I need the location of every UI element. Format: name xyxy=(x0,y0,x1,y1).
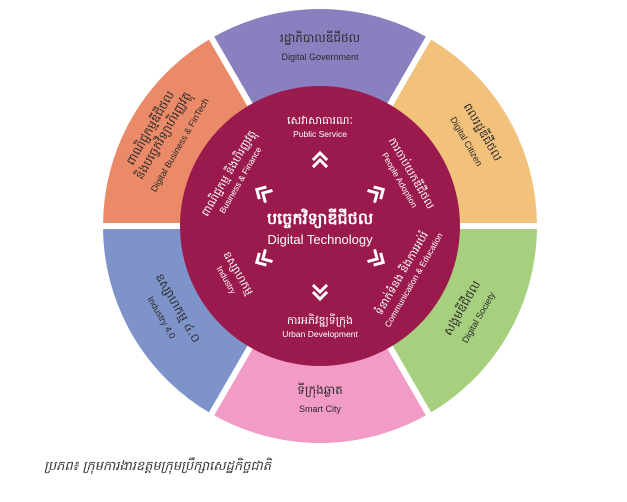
center-disc xyxy=(180,86,460,366)
inner-label-public-service: សេវាសាធារណៈ Public Service xyxy=(287,114,353,139)
chevron-up-icon xyxy=(367,185,386,204)
inner-label-km: សេវាសាធារណៈ xyxy=(287,114,353,127)
chevron-up-icon xyxy=(367,248,386,267)
center-title-km: បច្ចេកវិទ្យាឌីជីថល xyxy=(267,208,373,229)
outer-label-en: Digital Government xyxy=(281,52,359,62)
source-caption: ប្រភព៖ ក្រុមការងារឧត្តមក្រុមប្រឹក្សាសេដ្… xyxy=(44,459,272,474)
center-title-en: Digital Technology xyxy=(267,232,373,247)
chevron-up-icon xyxy=(311,150,329,169)
label-digital-government: រដ្ឋាភិបាលឌីជីថល Digital Government xyxy=(280,30,360,62)
inner-label-en: Urban Development xyxy=(282,329,358,339)
inner-label-en: Public Service xyxy=(293,129,347,139)
outer-label-km: ទីក្រុងឆ្លាត xyxy=(297,382,342,398)
outer-label-km: រដ្ឋាភិបាលឌីជីថល xyxy=(280,30,360,45)
label-smart-city: ទីក្រុងឆ្លាត Smart City xyxy=(297,382,342,414)
chevron-up-icon xyxy=(311,283,329,302)
chevron-up-icon xyxy=(254,185,273,204)
chevron-up-icon xyxy=(254,248,273,267)
outer-label-en: Smart City xyxy=(299,404,342,414)
inner-label-km: ការអភិវឌ្ឍទីក្រុង xyxy=(287,313,353,328)
